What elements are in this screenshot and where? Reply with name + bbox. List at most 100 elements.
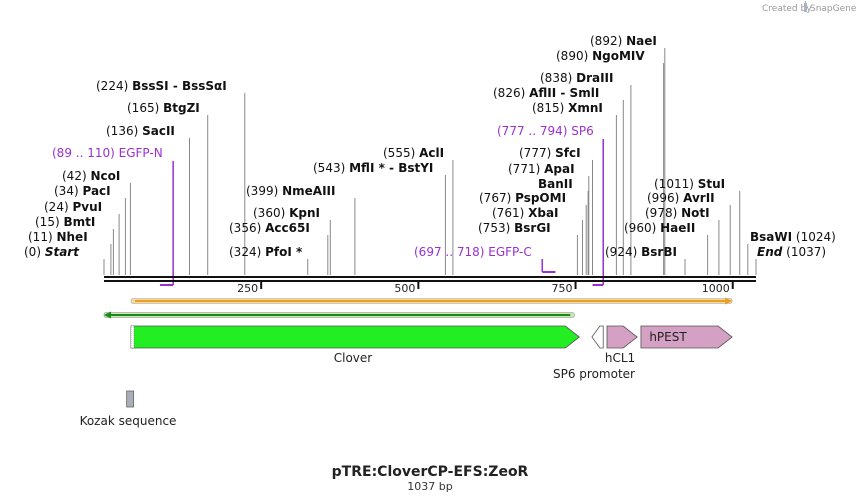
site-name: AvrII <box>683 191 715 205</box>
site-name: PacI <box>82 184 110 198</box>
primer-egfp-n[interactable]: (89 .. 110) EGFP-N <box>52 146 174 286</box>
site-label-haeii[interactable]: (960) HaeII <box>624 221 695 235</box>
site-label-xmni[interactable]: (815) XmnI <box>532 101 603 115</box>
site-position: (1024) <box>796 230 836 244</box>
site-name: NgoMIV <box>592 49 645 63</box>
site-label-stui[interactable]: (1011) StuI <box>654 177 725 191</box>
site-label-bsawi[interactable]: BsaWI (1024) <box>750 230 836 244</box>
site-position: (360) <box>253 206 285 220</box>
site-leader-lines <box>103 48 757 275</box>
site-position: (324) <box>229 245 261 259</box>
site-label-ncoi[interactable]: (42) NcoI <box>62 169 120 183</box>
primer-label: (89 .. 110) EGFP-N <box>52 146 163 160</box>
site-label-nhei[interactable]: (11) NheI <box>28 230 88 244</box>
feature-clover[interactable]: Clover <box>130 325 580 365</box>
site-label-apai[interactable]: (771) ApaI <box>508 162 575 176</box>
site-label-pfoi[interactable]: (324) PfoI * <box>229 245 303 259</box>
site-label-acc65i[interactable]: (356) Acc65I <box>229 221 310 235</box>
site-label-btgzi[interactable]: (165) BtgZI <box>127 101 200 115</box>
primer-name: EGFP-N <box>119 146 163 160</box>
primer-sp6[interactable]: (777 .. 794) SP6 <box>497 124 604 286</box>
site-position: (42) <box>62 169 87 183</box>
site-name: XmnI <box>568 101 603 115</box>
site-name: BsaWI <box>750 230 792 244</box>
site-name: BsrBI <box>641 245 677 259</box>
ruler-tick-label: 1000 <box>702 282 730 295</box>
site-label-avrii[interactable]: (996) AvrII <box>647 191 715 205</box>
sequence-length: 1037 bp <box>407 480 452 493</box>
site-position: (399) <box>246 184 278 198</box>
feature-shape <box>130 325 580 349</box>
site-label-start[interactable]: (0) Start <box>24 245 80 259</box>
feature-label: hPEST <box>649 330 687 344</box>
site-label-end[interactable]: End (1037) <box>757 245 826 259</box>
site-name: PfoI * <box>265 245 303 259</box>
feature-label: SP6 promoter <box>553 367 635 381</box>
site-label-bmti[interactable]: (15) BmtI <box>35 215 95 229</box>
site-label-nmeaiii[interactable]: (399) NmeAIII <box>246 184 335 198</box>
snapgene-logo-icon <box>804 1 807 12</box>
ruler-tick-label: 500 <box>394 282 415 295</box>
site-label-mfli[interactable]: (543) MflI * - BstYI <box>313 161 433 175</box>
site-label-sfci[interactable]: (777) SfcI <box>519 146 581 160</box>
site-position: (1011) <box>654 177 694 191</box>
primer-label: (777 .. 794) SP6 <box>497 124 594 138</box>
site-name: Start <box>45 245 80 259</box>
site-label-ngomiv[interactable]: (890) NgoMIV <box>556 49 645 63</box>
site-position: (815) <box>532 101 564 115</box>
site-name: Acc65I <box>265 221 310 235</box>
site-name: AflII - SmlI <box>529 86 599 100</box>
site-name: NheI <box>56 230 87 244</box>
backbone-bottom-strand <box>104 280 756 282</box>
site-position: (555) <box>383 146 415 160</box>
site-name: ApaI <box>544 162 574 176</box>
site-label-sacii[interactable]: (136) SacII <box>106 124 175 138</box>
site-name: NmeAIII <box>282 184 335 198</box>
site-position: (771) <box>508 162 540 176</box>
site-label-banii[interactable]: BanII <box>538 177 573 191</box>
site-position: (11) <box>28 230 53 244</box>
site-label-bsrgi[interactable]: (753) BsrGI <box>478 221 551 235</box>
feature-hpest[interactable]: hPEST <box>640 325 733 349</box>
site-name: BtgZI <box>163 101 200 115</box>
site-label-pvui[interactable]: (24) PvuI <box>44 200 102 214</box>
site-name: SfcI <box>555 146 580 160</box>
site-name: AclI <box>419 146 444 160</box>
site-name: BsrGI <box>514 221 551 235</box>
site-label-aflii[interactable]: (826) AflII - SmlI <box>493 86 599 100</box>
site-label-xbai[interactable]: (761) XbaI <box>492 206 559 220</box>
site-position: (761) <box>492 206 524 220</box>
site-name: NotI <box>681 206 710 220</box>
site-position: (996) <box>647 191 679 205</box>
feature-kozak[interactable]: Kozak sequence <box>80 390 177 428</box>
primer-range: (777 .. 794) <box>497 124 567 138</box>
primer-egfp-c[interactable]: (697 .. 718) EGFP-C <box>414 245 556 273</box>
site-label-bsssi[interactable]: (224) BssSI - BssSαI <box>96 79 227 93</box>
site-position: (224) <box>96 79 128 93</box>
orf-reverse[interactable] <box>103 311 575 319</box>
credit-text: Created by <box>762 4 812 14</box>
feature-hcl1[interactable]: hCL1 <box>605 325 638 365</box>
site-name: NcoI <box>90 169 120 183</box>
site-label-kpni[interactable]: (360) KpnI <box>253 206 320 220</box>
site-label-bsrbi[interactable]: (924) BsrBI <box>605 245 677 259</box>
site-label-acli[interactable]: (555) AclI <box>383 146 444 160</box>
feature-shape <box>591 325 604 349</box>
site-label-draiii[interactable]: (838) DraIII <box>540 71 613 85</box>
site-label-pspomi[interactable]: (767) PspOMI <box>479 191 566 205</box>
orf-forward[interactable] <box>130 297 733 305</box>
snapgene-credit: Created by SnapGene <box>762 1 857 14</box>
site-name: End <box>757 245 783 259</box>
site-position: (826) <box>493 86 525 100</box>
site-label-paci[interactable]: (34) PacI <box>54 184 111 198</box>
site-label-naei[interactable]: (892) NaeI <box>590 34 657 48</box>
site-label-noti[interactable]: (978) NotI <box>645 206 710 220</box>
feature-sp6-promoter[interactable]: SP6 promoter <box>553 325 635 381</box>
primer-name: EGFP-C <box>488 245 531 259</box>
site-position: (838) <box>540 71 572 85</box>
feature-label: Kozak sequence <box>80 414 177 428</box>
site-position: (34) <box>54 184 79 198</box>
site-position: (777) <box>519 146 551 160</box>
